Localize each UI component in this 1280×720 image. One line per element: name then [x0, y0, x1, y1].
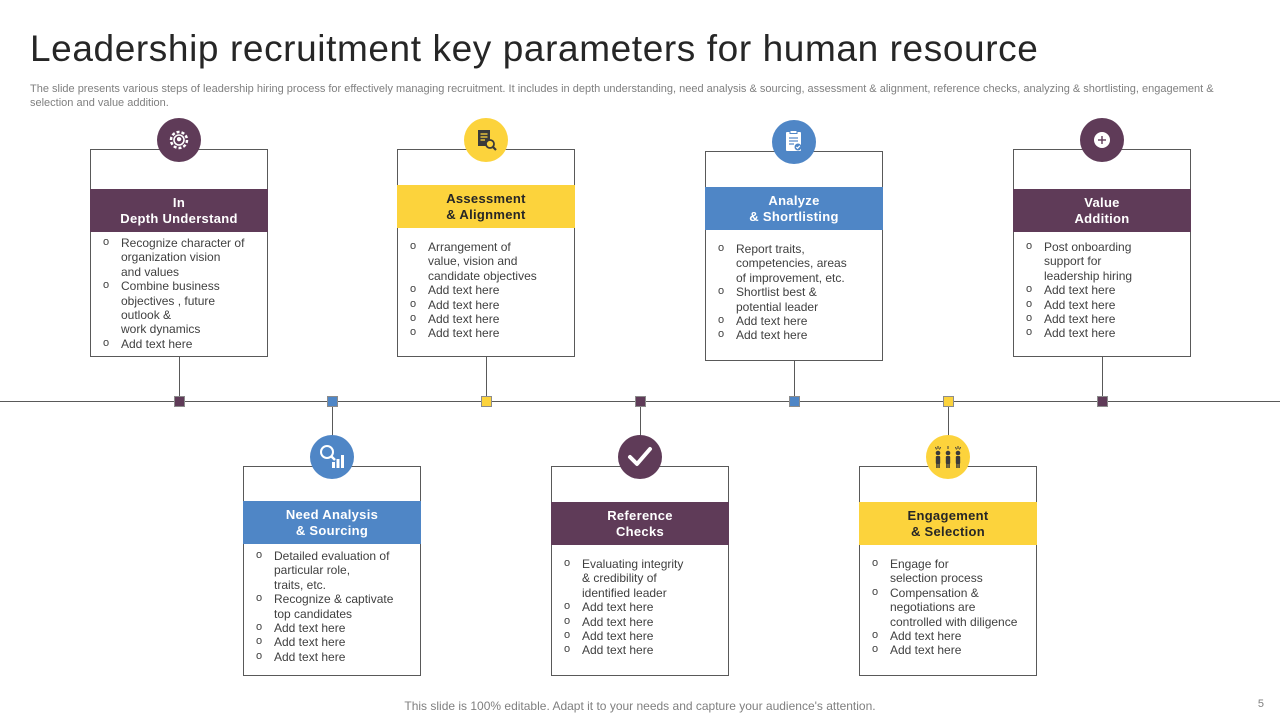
timeline-node: [789, 396, 800, 407]
bullet-item: Add text here: [564, 628, 722, 643]
bullet-item: Recognize & captivate top candidates: [256, 591, 414, 621]
step-bullet-list: Report traits, competencies, areas of im…: [718, 241, 876, 343]
bullet-item: Add text here: [872, 628, 1030, 643]
slide-subtitle: The slide presents various steps of lead…: [30, 83, 1214, 109]
checkmark-icon: [618, 435, 662, 479]
bullet-item: Add text here: [410, 282, 568, 297]
bullet-item: Add text here: [103, 336, 261, 351]
footer-note: This slide is 100% editable. Adapt it to…: [404, 699, 876, 713]
clipboard-check-icon: [772, 120, 816, 164]
bullet-item: Add text here: [410, 297, 568, 312]
bullet-item: Add text here: [718, 327, 876, 342]
step-card: Analyze & ShortlistingReport traits, com…: [705, 151, 883, 361]
connector-stem: [640, 401, 641, 466]
page-number: 5: [1257, 698, 1264, 710]
bullet-item: Shortlist best & potential leader: [718, 284, 876, 314]
bullet-item: Report traits, competencies, areas of im…: [718, 241, 876, 285]
bullet-item: Engage for selection process: [872, 556, 1030, 586]
connector-stem: [1102, 357, 1103, 401]
step-card: Need Analysis & SourcingDetailed evaluat…: [243, 466, 421, 676]
bullet-item: Post onboarding support for leadership h…: [1026, 239, 1184, 283]
bullet-item: Add text here: [718, 313, 876, 328]
connector-stem: [179, 357, 180, 401]
step-card: In Depth UnderstandRecognize character o…: [90, 149, 268, 357]
step-bullet-list: Arrangement of value, vision and candida…: [410, 239, 568, 341]
bullet-item: Arrangement of value, vision and candida…: [410, 239, 568, 283]
bullet-item: Add text here: [256, 634, 414, 649]
connector-stem: [486, 357, 487, 401]
gear-brain-icon: [157, 118, 201, 162]
bullet-item: Compensation & negotiations are controll…: [872, 585, 1030, 629]
bullet-item: Add text here: [564, 599, 722, 614]
bullet-item: Recognize character of organization visi…: [103, 235, 261, 279]
bullet-item: Add text here: [1026, 325, 1184, 340]
step-card: Reference ChecksEvaluating integrity & c…: [551, 466, 729, 676]
timeline-node: [635, 396, 646, 407]
bullet-item: Add text here: [1026, 297, 1184, 312]
step-bullet-list: Engage for selection processCompensation…: [872, 556, 1030, 658]
document-search-icon: [464, 118, 508, 162]
bullet-item: Add text here: [410, 325, 568, 340]
timeline-node: [943, 396, 954, 407]
timeline-node: [174, 396, 185, 407]
step-card: Assessment & AlignmentArrangement of val…: [397, 149, 575, 357]
connector-stem: [948, 401, 949, 466]
step-bullet-list: Detailed evaluation of particular role, …: [256, 548, 414, 664]
plus-circle-icon: [1080, 118, 1124, 162]
step-bullet-list: Evaluating integrity & credibility of id…: [564, 556, 722, 658]
bullet-item: Detailed evaluation of particular role, …: [256, 548, 414, 592]
bullet-item: Add text here: [872, 642, 1030, 657]
step-title: In Depth Understand: [90, 189, 268, 232]
bullet-item: Add text here: [564, 614, 722, 629]
step-card: Engagement & SelectionEngage for selecti…: [859, 466, 1037, 676]
bullet-item: Combine business objectives , future out…: [103, 278, 261, 337]
magnifier-chart-icon: [310, 435, 354, 479]
bullet-item: Add text here: [564, 642, 722, 657]
bullet-item: Add text here: [256, 620, 414, 635]
step-title: Assessment & Alignment: [397, 185, 575, 228]
step-card: Value AdditionPost onboarding support fo…: [1013, 149, 1191, 357]
bullet-item: Add text here: [1026, 311, 1184, 326]
people-group-icon: [926, 435, 970, 479]
connector-stem: [332, 401, 333, 466]
bullet-item: Add text here: [410, 311, 568, 326]
step-title: Reference Checks: [551, 502, 729, 545]
step-bullet-list: Post onboarding support for leadership h…: [1026, 239, 1184, 341]
slide-title: Leadership recruitment key parameters fo…: [30, 28, 1039, 69]
step-title: Need Analysis & Sourcing: [243, 501, 421, 544]
connector-stem: [794, 361, 795, 401]
bullet-item: Add text here: [256, 649, 414, 664]
step-title: Analyze & Shortlisting: [705, 187, 883, 230]
timeline-node: [481, 396, 492, 407]
step-title: Engagement & Selection: [859, 502, 1037, 545]
timeline-node: [327, 396, 338, 407]
timeline-node: [1097, 396, 1108, 407]
step-title: Value Addition: [1013, 189, 1191, 232]
bullet-item: Evaluating integrity & credibility of id…: [564, 556, 722, 600]
step-bullet-list: Recognize character of organization visi…: [103, 235, 261, 351]
bullet-item: Add text here: [1026, 282, 1184, 297]
